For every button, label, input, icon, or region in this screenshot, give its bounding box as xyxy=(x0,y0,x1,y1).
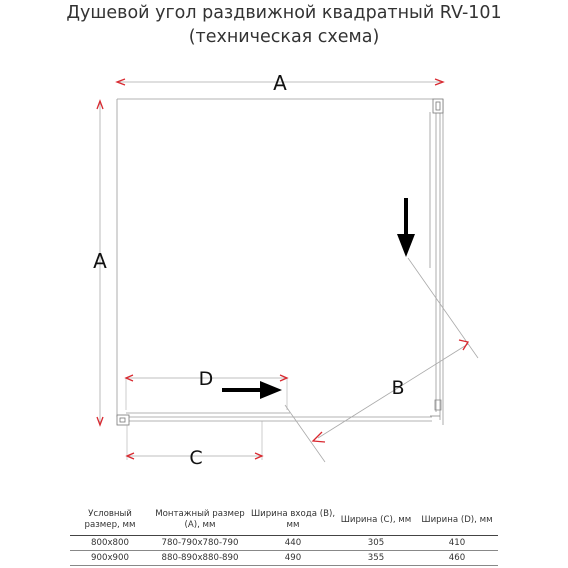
dimension-arrowhead xyxy=(311,431,326,443)
dimension-arrowhead xyxy=(254,452,264,460)
top-dimension-label: A xyxy=(273,71,287,95)
table-cell: 800x800 xyxy=(70,535,150,551)
front-segment-label: C xyxy=(189,447,202,469)
corner-handle xyxy=(430,399,442,417)
front-dimension xyxy=(125,421,264,460)
table-cell: 410 xyxy=(416,535,498,551)
specs-table: Условный размер, мм Монтажный размер (А)… xyxy=(70,505,498,566)
header-entry-width: Ширина входа (В), мм xyxy=(250,505,336,536)
table-cell: 490 xyxy=(250,550,336,566)
table-cell: 900x900 xyxy=(70,550,150,566)
left-dimension-label: A xyxy=(93,249,107,273)
bottom-left-profile xyxy=(116,414,130,426)
slide-segment-label: D xyxy=(199,368,214,390)
dimension-arrowhead xyxy=(458,339,470,351)
diagram-title: Душевой угол раздвижной квадратный RV-10… xyxy=(66,3,502,23)
slide-direction-arrow-down xyxy=(397,198,415,257)
dimension-arrowhead xyxy=(125,452,135,460)
slide-dimension xyxy=(124,374,289,410)
table-row: 900x900 880-890x880-890 490 355 460 xyxy=(70,550,498,566)
dimension-arrowhead xyxy=(124,374,134,382)
diagram-subtitle: (техническая схема) xyxy=(188,27,380,47)
header-width-c: Ширина (С), мм xyxy=(336,505,416,536)
door-width-dimension xyxy=(284,257,479,463)
dimension-arrowhead xyxy=(96,416,104,427)
table-cell: 780-790x780-790 xyxy=(150,535,250,551)
table-cell: 305 xyxy=(336,535,416,551)
dimension-arrowhead xyxy=(279,374,289,382)
door-width-label: B xyxy=(391,377,404,399)
table-header-row: Условный размер, мм Монтажный размер (А)… xyxy=(70,505,498,536)
top-dimension-line xyxy=(115,78,445,86)
table-cell: 440 xyxy=(250,535,336,551)
dimension-arrowhead xyxy=(434,78,445,86)
table-cell: 880-890x880-890 xyxy=(150,550,250,566)
top-right-profile xyxy=(432,98,444,114)
header-mounting-size: Монтажный размер (А), мм xyxy=(150,505,250,536)
header-nominal-size: Условный размер, мм xyxy=(70,505,150,536)
dimension-arrowhead xyxy=(115,78,126,86)
slide-direction-arrow-right xyxy=(222,381,282,399)
shower-corner-scheme: A A B xyxy=(93,71,479,469)
table-cell: 460 xyxy=(416,550,498,566)
enclosure-outline xyxy=(116,98,444,425)
left-dimension-line xyxy=(96,99,104,427)
table-row: 800x800 780-790x780-790 440 305 410 xyxy=(70,535,498,551)
header-width-d: Ширина (D), мм xyxy=(416,505,498,536)
table-cell: 355 xyxy=(336,550,416,566)
dimension-arrowhead xyxy=(96,99,104,110)
